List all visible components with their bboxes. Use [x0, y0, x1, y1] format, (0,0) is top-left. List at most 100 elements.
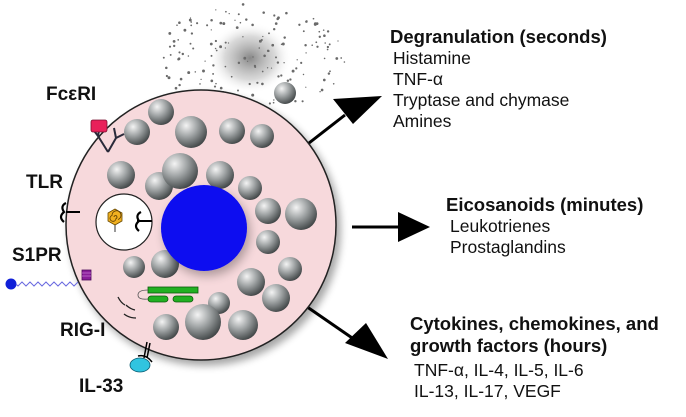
label-rigi: RIG-I [60, 320, 106, 341]
il33-receptor-icon [129, 341, 153, 373]
mediator-particle [273, 14, 276, 17]
mediator-particle [213, 85, 217, 88]
mediator-particle [162, 56, 165, 59]
mediator-particle [327, 72, 331, 75]
il33-ligand-icon [129, 357, 151, 373]
mediator-particle [224, 65, 227, 68]
mediator-particle [301, 100, 304, 103]
mediator-particle [215, 9, 217, 11]
mediator-particle [272, 101, 275, 104]
mediator-particle [188, 18, 192, 22]
mediator-particle [225, 10, 227, 13]
mediator-particle [199, 83, 201, 85]
granule [255, 198, 281, 224]
mediator-particle [165, 66, 168, 70]
mediator-particle [237, 13, 240, 16]
mediator-particle [277, 75, 280, 78]
mediator-particle [272, 44, 275, 46]
mediator-particle [311, 44, 313, 46]
mediator-particle [179, 77, 183, 81]
mediator-particle [187, 71, 191, 75]
mediator-particle [302, 30, 305, 33]
granule [162, 153, 198, 189]
mediator-particle [178, 51, 181, 54]
mediator-particle [178, 83, 181, 87]
mediator-particle [326, 30, 330, 33]
mediator-particle [248, 82, 251, 86]
mediator-particle [251, 23, 254, 27]
mediator-particle [219, 45, 223, 49]
mediator-particle [275, 56, 277, 59]
mediator-particle [322, 29, 325, 31]
degranulation-item: Tryptase and chymase [393, 90, 570, 110]
mediator-particle [219, 21, 223, 25]
mediator-particle [181, 52, 185, 56]
granule [278, 257, 302, 281]
mediator-particle [274, 22, 278, 25]
antigen-icon [90, 119, 108, 133]
granule [285, 198, 317, 230]
mediator-particle [178, 21, 181, 24]
degranulation-heading: Degranulation (seconds) [390, 26, 607, 47]
mediator-particle [335, 57, 339, 60]
nucleus [161, 185, 247, 271]
mediator-particle [323, 57, 326, 60]
mediator-particle [298, 23, 301, 26]
mediator-particle [268, 32, 270, 35]
mediator-particle [187, 55, 190, 57]
mediator-particle [332, 83, 335, 85]
mediator-particle [272, 27, 276, 31]
mediator-particle [237, 61, 241, 65]
endosomal-tlr-icon [134, 211, 152, 232]
mediator-particle [222, 22, 226, 26]
mediator-particle [285, 11, 288, 15]
cytoplasmic-granules [107, 99, 317, 340]
mediator-particle [306, 20, 308, 22]
mediator-particle [316, 45, 319, 48]
mediator-particle [246, 60, 249, 62]
mediator-particle [262, 35, 264, 38]
mediator-particle [241, 3, 245, 6]
granule [175, 116, 207, 148]
degranulation-item: Histamine [393, 48, 471, 68]
mediator-particle [206, 24, 209, 27]
mediator-particle [270, 67, 273, 69]
granule [262, 284, 290, 312]
mediator-particle [235, 26, 239, 29]
cytokines-heading-line1: Cytokines, chemokines, and [410, 313, 659, 334]
mediator-particle [212, 72, 215, 75]
output-cytokines: Cytokines, chemokines, and growth factor… [410, 313, 659, 402]
mediator-particle [168, 31, 172, 35]
granule [123, 256, 145, 278]
mediator-particle [253, 64, 257, 68]
mediator-particle [300, 61, 303, 64]
mediator-particle [313, 22, 317, 26]
mediator-particle [295, 67, 298, 70]
eicosanoids-item: Prostaglandins [450, 237, 566, 257]
mediator-particle [326, 48, 329, 51]
mediator-particle [302, 73, 305, 76]
mediator-particle [168, 45, 172, 48]
mediator-particle [210, 19, 213, 22]
mediator-particle [326, 45, 330, 49]
mediator-particle [256, 81, 259, 84]
mediator-particle [323, 34, 326, 37]
mediator-particle [318, 30, 321, 33]
mediator-particle [242, 36, 244, 38]
mediator-particle [343, 61, 346, 63]
mediator-particle [304, 43, 307, 47]
tlr-receptor-icon [59, 202, 80, 223]
mediator-particle [190, 32, 194, 35]
mediator-particle [189, 17, 192, 19]
mediator-particle [283, 36, 286, 39]
mediator-particle [318, 35, 321, 38]
label-s1pr: S1PR [12, 245, 62, 266]
cytokines-item: TNF-α, IL-4, IL-5, IL-6 [414, 360, 584, 380]
mediator-particle [192, 47, 195, 50]
mediator-particle [215, 49, 218, 52]
mediator-particle [167, 76, 171, 80]
mediator-particle [230, 75, 233, 78]
mediator-particle [312, 17, 315, 20]
granule [219, 118, 245, 144]
